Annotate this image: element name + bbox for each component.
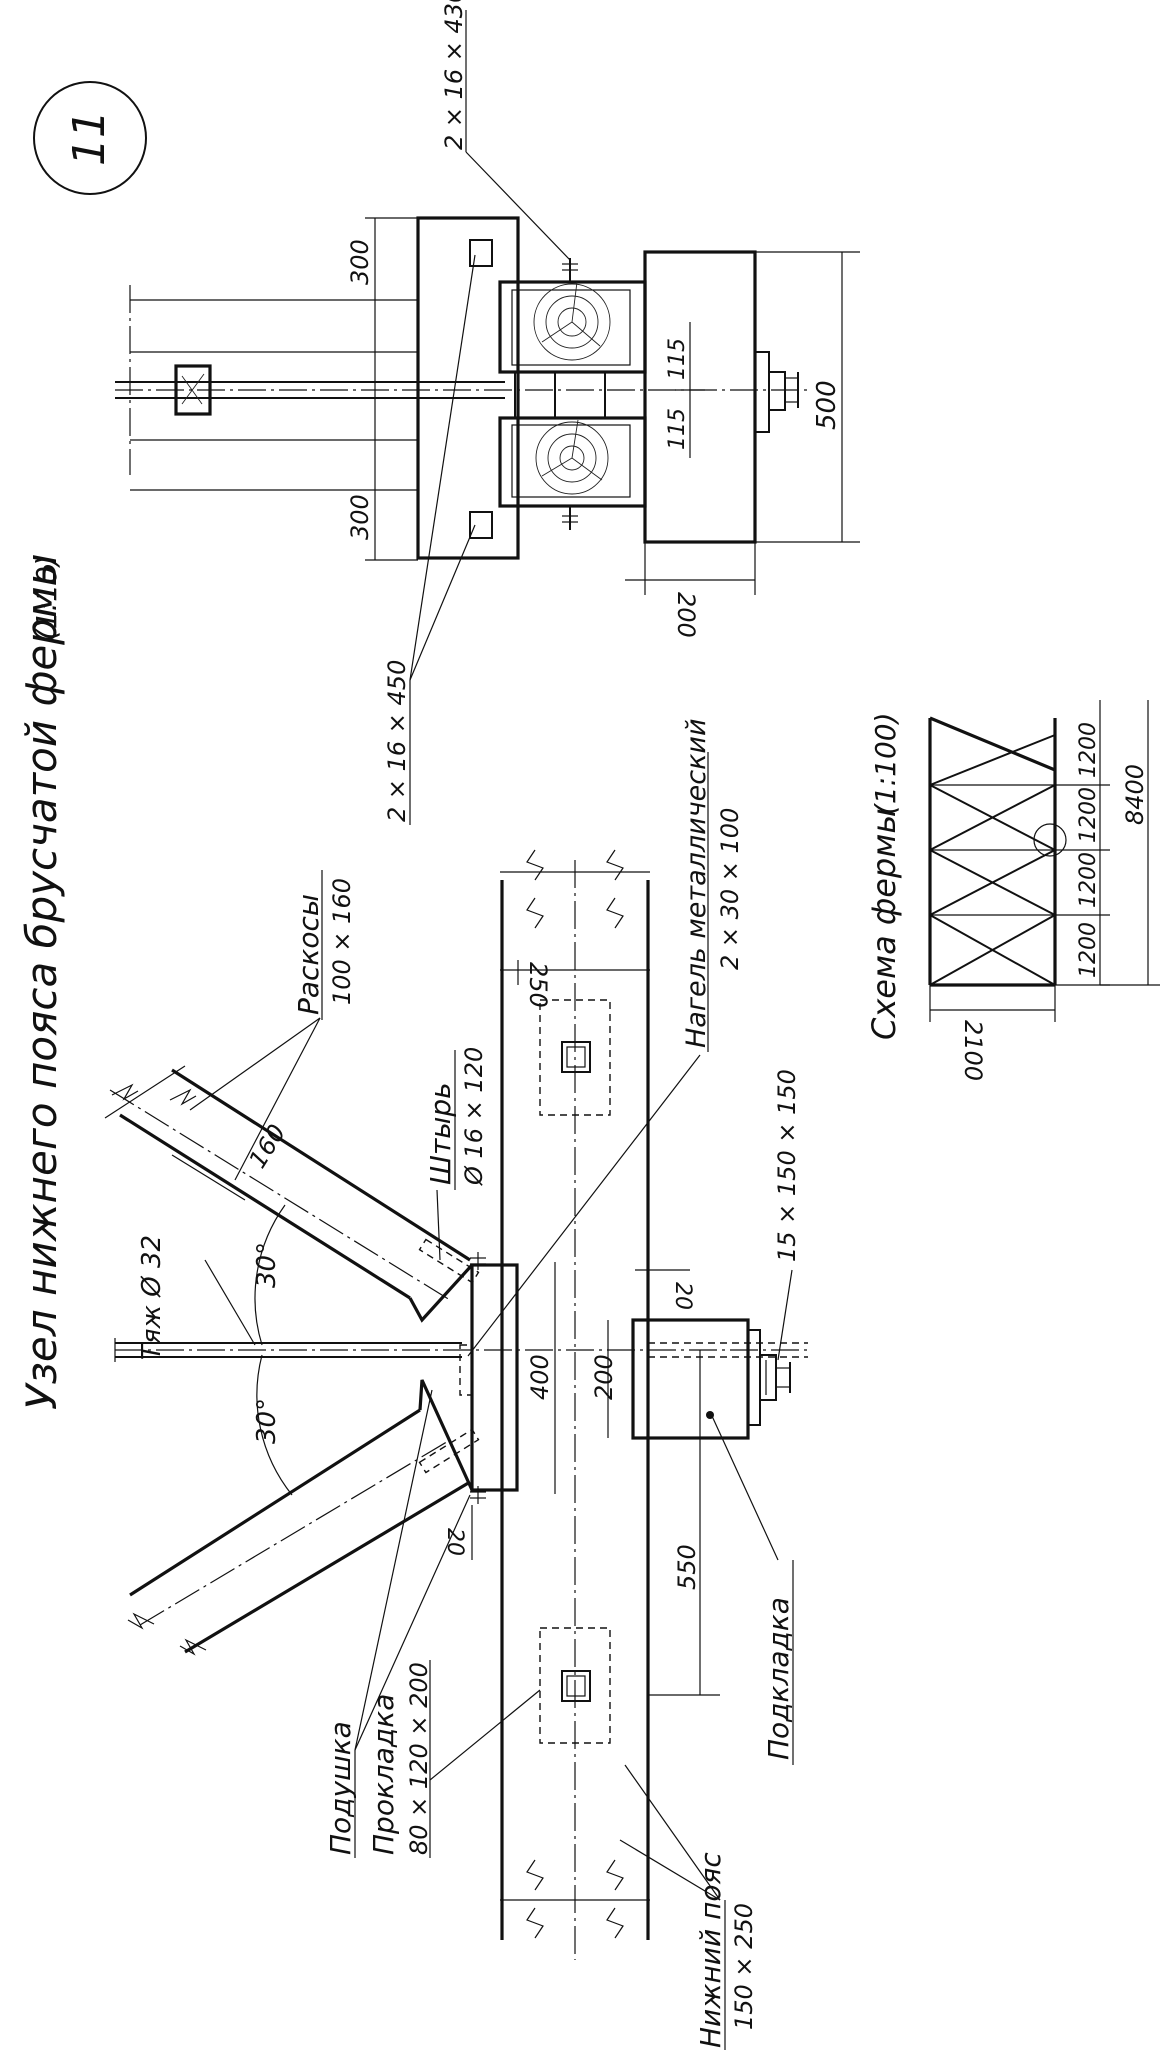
node-number: 11	[64, 110, 115, 166]
dim-20-left: 20	[442, 1528, 467, 1556]
label-nizhny-poyas: Нижний пояс	[694, 1852, 727, 2048]
dim-115-top: 115	[665, 338, 690, 380]
pins	[418, 1238, 480, 1474]
drawing-title-scale: (1:10)	[30, 555, 63, 640]
dim-550: 550	[673, 1544, 701, 1590]
main-node-view: 30° 30° 160 250 400 200 20 20 550	[104, 718, 810, 2050]
dim-160: 160	[243, 1119, 291, 1173]
scheme-panel-4: 1200	[1076, 722, 1101, 778]
section-view: 300 300 115 115 500 200 2 × 16 × 430 2 ×…	[115, 0, 860, 825]
upper-diagonal	[104, 1065, 474, 1323]
node-marker	[1033, 823, 1067, 857]
label-bolts-top: 2 × 16 × 430	[440, 0, 468, 150]
scheme-title: Схема фермы	[865, 808, 903, 1040]
angle-30-upper: 30°	[252, 1242, 282, 1288]
angle-arc-lower	[256, 1354, 293, 1496]
dim-20-right: 20	[670, 1282, 695, 1310]
angle-30-lower: 30°	[252, 1398, 282, 1444]
dim-115-bottom: 115	[665, 408, 690, 450]
timber-section-bottom	[498, 416, 647, 508]
tie-rod	[114, 1338, 810, 1362]
scheme-panel-1: 1200	[1076, 922, 1101, 978]
label-prokladka: Прокладка	[367, 1694, 400, 1855]
label-bolts-side: 2 × 16 × 450	[383, 660, 411, 822]
scheme-span: 8400	[1121, 764, 1149, 825]
lower-diagonal	[127, 1379, 474, 1656]
label-raskosy-size: 100 × 160	[328, 878, 356, 1005]
timber-section-top	[498, 280, 647, 374]
dim-500: 500	[812, 380, 842, 430]
dim-400: 400	[526, 1354, 554, 1400]
underlay-block	[631, 1318, 791, 1440]
angle-arc-upper	[254, 1204, 286, 1346]
scheme-scale: (1:100)	[869, 712, 902, 815]
truss-scheme: Схема фермы (1:100) 1200 1200 12	[865, 700, 1160, 1081]
drawing-title: Узел нижнего пояса брусчатой фермы	[17, 553, 66, 1410]
cushion-block	[459, 1252, 519, 1504]
label-washer-size: 15 × 150 × 150	[773, 1069, 801, 1262]
dim-200: 200	[590, 1354, 618, 1400]
truss-lines	[928, 716, 1067, 987]
label-podkladka: Подкладка	[762, 1597, 795, 1760]
dim-200-section: 200	[672, 592, 700, 638]
node-number-badge: 11	[33, 81, 147, 195]
label-shtyr: Штырь	[424, 1082, 457, 1185]
label-raskosy: Раскосы	[292, 894, 325, 1015]
scheme-panel-3: 1200	[1076, 787, 1101, 843]
upper-insert	[539, 999, 611, 1116]
label-nagel: Нагель металлический	[681, 718, 712, 1048]
label-nagel-size: 2 × 30 × 100	[716, 808, 744, 970]
lower-insert	[539, 1627, 611, 1744]
label-tyazh: Тяж Ø 32	[137, 1235, 167, 1360]
scheme-panel-2: 1200	[1076, 852, 1101, 908]
dim-250: 250	[524, 962, 552, 1008]
scheme-height: 2100	[959, 1020, 987, 1081]
label-prokladka-size: 80 × 120 × 200	[405, 1662, 433, 1855]
dim-300-bottom: 300	[346, 494, 374, 540]
lower-chord	[500, 849, 650, 1960]
label-shtyr-size: Ø 16 × 120	[460, 1047, 488, 1186]
label-podushka: Подушка	[324, 1721, 357, 1855]
label-nizhny-poyas-size: 150 × 250	[730, 1903, 758, 2030]
dim-300-top: 300	[346, 239, 374, 285]
